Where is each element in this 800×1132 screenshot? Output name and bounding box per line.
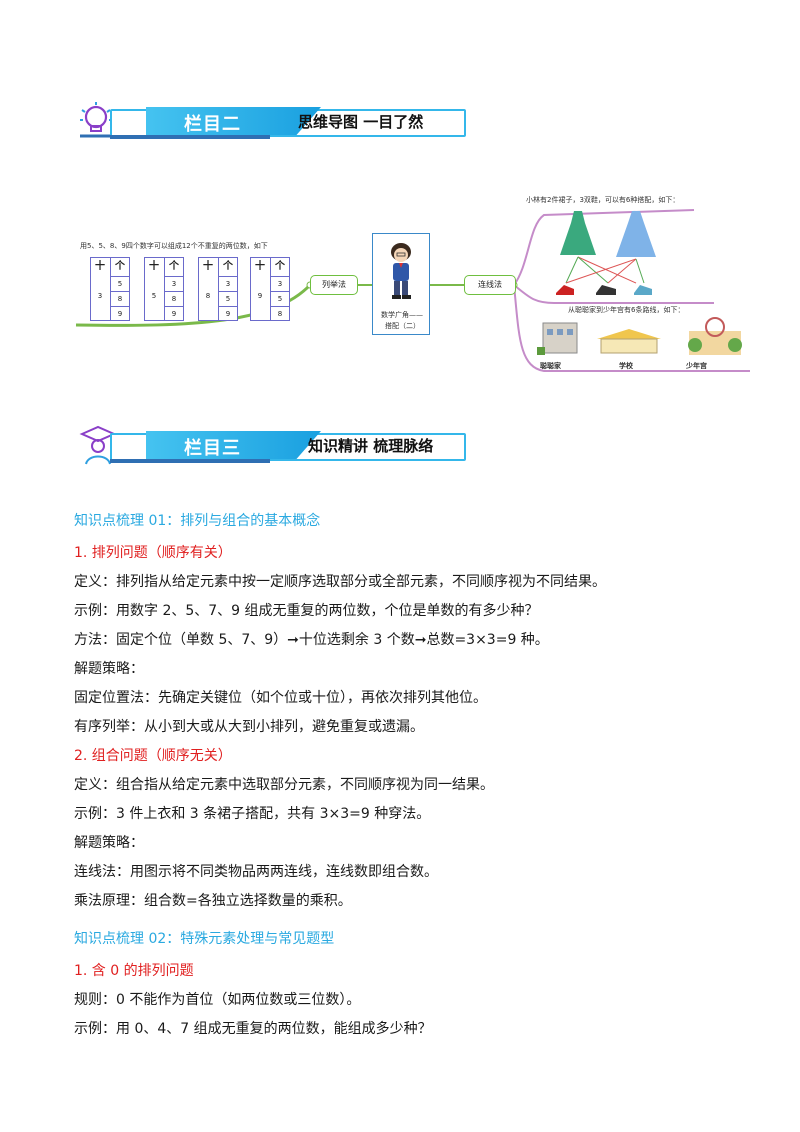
place-home: 聪聪家	[540, 362, 561, 370]
combination-definition: 定义：组合指从给定元素中选取部分元素，不同顺序视为同一结果。	[74, 777, 494, 793]
center-title-line2: 搭配（二）	[385, 322, 420, 330]
subheading-permutation: 1. 排列问题（顺序有关）	[74, 545, 232, 561]
ones-digit: 9	[218, 306, 237, 321]
place-school: 学校	[619, 362, 633, 370]
permutation-example: 示例：用数字 2、5、7、9 组成无重复的两位数，个位是单数的有多少种？	[74, 603, 539, 619]
header-tens: 十	[255, 261, 265, 272]
banner-underline	[110, 135, 270, 139]
ones-digit: 9	[110, 306, 129, 321]
subheading-combination: 2. 组合问题（顺序无关）	[74, 748, 232, 764]
banner-underline	[110, 459, 270, 463]
header-tens: 十	[95, 261, 105, 272]
tens-digit: 8	[205, 292, 211, 300]
multiplication-principle: 乘法原理：组合数=各独立选择数量的乘积。	[74, 893, 352, 909]
permutation-strategy-label: 解题策略：	[74, 661, 144, 677]
banner-tab-label: 栏目二	[184, 114, 241, 135]
connect-line-method: 连线法：用图示将不同类物品两两连线，连线数即组合数。	[74, 864, 438, 880]
ones-digit: 9	[164, 306, 183, 321]
node-enumeration: 列举法	[310, 275, 358, 295]
combination-strategy-label: 解题策略：	[74, 835, 144, 851]
node-connect-lines: 连线法	[464, 275, 516, 295]
section2-banner: 栏目二 思维导图 一目了然	[76, 100, 466, 144]
cartoon-character-icon	[391, 243, 411, 299]
center-title-line1: 数学广角——	[381, 311, 423, 319]
right-caption-mid: 从聪聪家到少年宫有6条路线，如下：	[568, 306, 685, 314]
header-ones: 个	[218, 258, 237, 276]
dress-shoe-diagram	[556, 211, 656, 295]
combination-example: 示例：3 件上衣和 3 条裙子搭配，共有 3×3=9 种穿法。	[74, 806, 431, 822]
ones-digit: 8	[164, 291, 183, 306]
ones-digit: 5	[270, 291, 289, 306]
zero-example: 示例：用 0、4、7 组成无重复的两位数，能组成多少种？	[74, 1021, 432, 1037]
tens-digit: 5	[151, 292, 157, 300]
section3-banner: 栏目三 知识精讲 梳理脉络	[76, 424, 476, 468]
zero-rule: 规则：0 不能作为首位（如两位数或三位数）。	[74, 992, 361, 1008]
header-ones: 个	[270, 258, 289, 276]
digit-table-2: 十 个 5 3 8 9	[144, 257, 184, 321]
ones-digit: 8	[270, 306, 289, 321]
left-caption: 用5、5、8、9四个数字可以组成12个不重复的两位数，如下	[80, 242, 268, 250]
knowledge-heading-2: 知识点梳理 02：特殊元素处理与常见题型	[74, 931, 335, 947]
digit-table-1: 十 个 3 5 8 9	[90, 257, 130, 321]
ones-digit: 5	[110, 276, 129, 291]
fixed-position-method: 固定位置法：先确定关键位（如个位或十位），再依次排列其他位。	[74, 690, 487, 706]
permutation-method: 方法：固定个位（单数 5、7、9）➞十位选剩余 3 个数➞总数=3×3=9 种。	[74, 632, 549, 648]
tens-digit: 9	[257, 292, 263, 300]
ones-digit: 5	[218, 291, 237, 306]
digit-table-3: 十 个 8 3 5 9	[198, 257, 238, 321]
knowledge-heading-1: 知识点梳理 01：排列与组合的基本概念	[74, 513, 321, 529]
header-ones: 个	[164, 258, 183, 276]
mind-map: 用5、5、8、9四个数字可以组成12个不重复的两位数，如下 十 个 3 5 8 …	[74, 185, 754, 380]
subheading-zero-permutation: 1. 含 0 的排列问题	[74, 963, 194, 979]
place-youth-palace: 少年宫	[686, 362, 707, 370]
header-tens: 十	[203, 261, 213, 272]
banner-tab	[146, 107, 321, 135]
right-caption-top: 小林有2件裙子，3双鞋，可以有6种搭配，如下：	[526, 196, 680, 204]
ones-digit: 3	[218, 276, 237, 291]
banner-tab	[146, 431, 321, 459]
ordered-enumeration: 有序列举：从小到大或从大到小排列，避免重复或遗漏。	[74, 719, 424, 735]
section-title: 知识精讲 梳理脉络	[308, 437, 434, 455]
route-buildings	[537, 317, 742, 355]
section-title: 思维导图 一目了然	[298, 113, 424, 131]
center-node: 数学广角—— 搭配（二）	[372, 233, 430, 335]
banner-tab-label: 栏目三	[184, 438, 241, 459]
ones-digit: 3	[164, 276, 183, 291]
ones-digit: 8	[110, 291, 129, 306]
header-tens: 十	[149, 261, 159, 272]
tens-digit: 3	[97, 292, 103, 300]
digit-table-4: 十 个 9 3 5 8	[250, 257, 290, 321]
header-ones: 个	[110, 258, 129, 276]
ones-digit: 3	[270, 276, 289, 291]
permutation-definition: 定义：排列指从给定元素中按一定顺序选取部分或全部元素，不同顺序视为不同结果。	[74, 574, 606, 590]
